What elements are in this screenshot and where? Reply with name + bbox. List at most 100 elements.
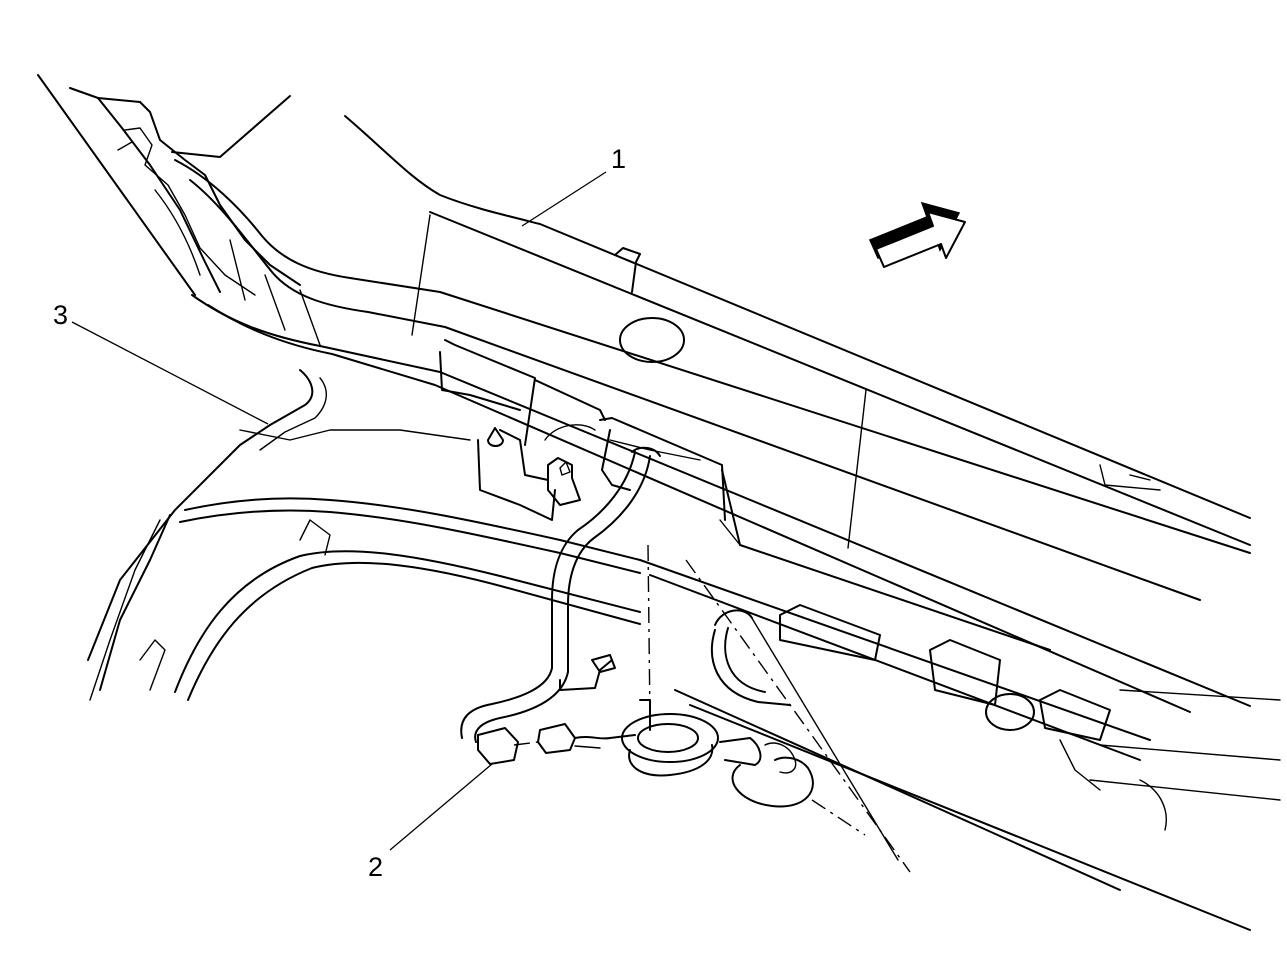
lower-body [639, 559, 1281, 931]
panel-line [37, 74, 196, 296]
bracket-line [544, 424, 596, 441]
connector-a [477, 727, 519, 765]
floor-channel [174, 550, 641, 693]
sill-line [191, 294, 1251, 707]
harness-wire [639, 699, 651, 731]
wiring-harness [460, 446, 814, 808]
grommet-line [628, 744, 714, 777]
body-line [1059, 739, 1101, 791]
callout-3-label: 3 [53, 300, 68, 330]
panel-line [117, 141, 133, 151]
panel-rib [264, 274, 286, 331]
connector-b [537, 723, 576, 754]
harness-wire [574, 745, 601, 749]
rocker-line [171, 95, 291, 158]
callout-1-leader [521, 171, 607, 227]
dash-dot-line [685, 559, 911, 873]
harness-wire [631, 446, 661, 457]
connector-link [513, 741, 539, 746]
grommet-inner [637, 723, 699, 753]
rocker-hole [619, 317, 685, 363]
rocker-line [174, 159, 1251, 554]
rocker-divider [847, 389, 867, 549]
sill-line [89, 519, 161, 701]
body-rib [1099, 744, 1281, 761]
body-line [649, 574, 1141, 761]
rocker-divider [411, 214, 431, 336]
harness-tube [714, 609, 753, 626]
bracket-line [534, 379, 606, 421]
sill-line [259, 377, 327, 451]
body-line [639, 559, 1151, 741]
bracket-line [499, 429, 549, 481]
bracket-clip [559, 461, 571, 476]
harness-tube [724, 627, 766, 693]
callout-2-label: 2 [368, 852, 383, 882]
bracket-line [721, 469, 1051, 651]
bracket-line [439, 351, 521, 411]
fastener-icon [487, 427, 504, 447]
panel-rib [299, 289, 321, 346]
sill-line [87, 369, 314, 661]
sill-line [99, 514, 171, 691]
body-bottom-edge [674, 689, 1121, 891]
rocker-tab [1099, 464, 1161, 491]
body-line [1139, 779, 1167, 831]
body-rib [1089, 779, 1281, 801]
callout-1: 1 [521, 144, 626, 227]
rocker-tab [614, 247, 641, 293]
panel-line [124, 127, 256, 296]
harness-tube [719, 737, 762, 766]
body-line [689, 704, 1251, 931]
arrow-face [875, 211, 966, 268]
floor-channel [187, 561, 641, 701]
view-line [749, 614, 899, 861]
harness-wire [460, 451, 636, 739]
body-pocket [1039, 689, 1111, 741]
callout-2: 2 [368, 763, 493, 882]
rocker-member [171, 95, 1251, 601]
callout-1-label: 1 [611, 144, 626, 174]
floor-bracket [139, 639, 166, 691]
mounting-bracket [439, 339, 1051, 651]
floor-channel [184, 497, 641, 561]
panel-line [69, 87, 221, 293]
bracket-clip [547, 457, 581, 506]
harness-clip [559, 659, 613, 691]
harness-loop [764, 742, 797, 774]
harness-loop [731, 756, 814, 808]
bracket-line [719, 519, 741, 546]
harness-wire [574, 734, 636, 740]
bracket-line [477, 439, 556, 521]
sill-line [207, 304, 1191, 713]
floor-channel [179, 509, 641, 574]
bracket-line [609, 439, 701, 461]
rocker-top-edge [344, 115, 1251, 519]
panel-line [154, 189, 201, 276]
rocker-line [189, 179, 1201, 601]
dash-dot-line [811, 799, 866, 836]
callout-3: 3 [53, 300, 269, 425]
bracket-line [599, 417, 726, 521]
dash-dot-line [647, 544, 651, 721]
body-pocket [929, 639, 1001, 706]
body-rib [1119, 689, 1281, 701]
harness-clip [591, 654, 616, 673]
callout-3-leader [71, 321, 269, 425]
bracket-line [444, 339, 536, 446]
panel-line [97, 97, 301, 286]
direction-arrow-icon [868, 201, 966, 268]
body-hole [985, 693, 1035, 731]
grommet [621, 713, 719, 763]
body-pocket [779, 604, 881, 661]
sill-line [239, 429, 471, 441]
reference-lines [647, 544, 911, 873]
quarter-panel [37, 74, 321, 346]
callout-2-leader [389, 763, 493, 851]
floor-clip [299, 519, 331, 556]
panel-rib [229, 239, 246, 301]
lower-sill [87, 294, 1251, 713]
rocker-line [429, 211, 1251, 546]
harness-tube [711, 629, 791, 706]
